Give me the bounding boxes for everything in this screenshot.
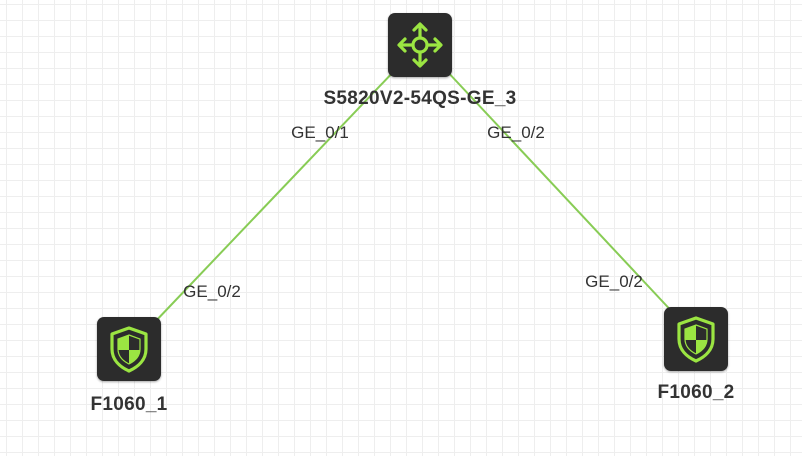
device-label-fw1: F1060_1: [90, 394, 168, 415]
firewall-shield-icon: [106, 325, 152, 373]
device-label-switch: S5820V2-54QS-GE_3: [323, 88, 517, 109]
port-label-switch-ge02: GE_0/2: [487, 123, 545, 142]
device-label-fw2: F1060_2: [657, 382, 735, 403]
link-switch-fw2[interactable]: [443, 67, 679, 319]
device-switch[interactable]: [388, 13, 452, 77]
router-arrows-icon: [395, 20, 445, 70]
port-label-fw1-ge02: GE_0/2: [183, 282, 241, 301]
port-label-fw2-ge02: GE_0/2: [585, 272, 643, 291]
link-switch-fw1[interactable]: [151, 67, 398, 326]
port-label-switch-ge01: GE_0/1: [291, 123, 349, 142]
device-fw1[interactable]: [97, 317, 161, 381]
device-fw2[interactable]: [664, 307, 728, 371]
firewall-shield-icon: [673, 315, 719, 363]
